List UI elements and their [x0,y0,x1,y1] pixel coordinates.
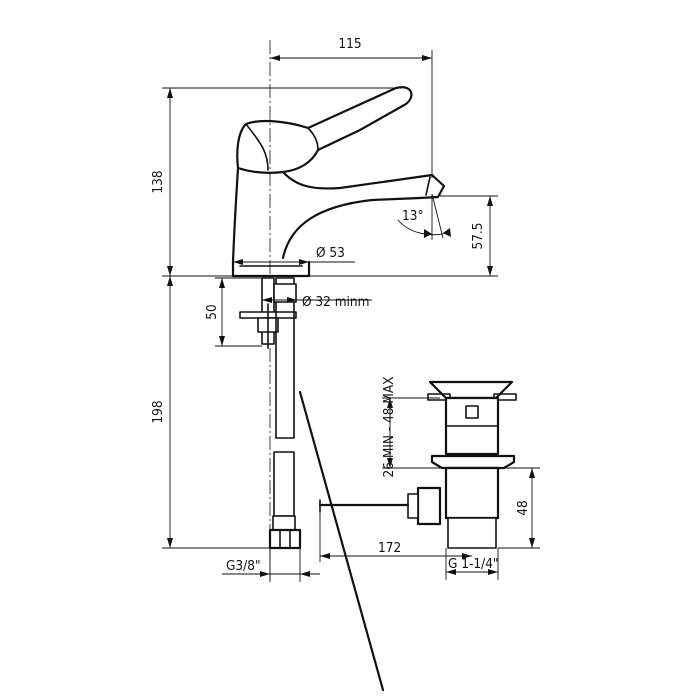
dimension-base-diameter-label: Ø 53 [316,245,345,261]
dimension-inlet-thread-label: G3/8" [226,558,261,574]
dimension-pull-rod-label: 172 [378,540,401,556]
dimension-hose-length-label: 198 [150,400,166,423]
dimension-base-diameter: Ø 53 [233,245,355,265]
dimension-inlet-thread: G3/8" [222,548,320,582]
mounting-assembly [239,277,385,692]
faucet-drawing [231,86,446,278]
dimension-drain-depth-label: 48 [515,500,531,515]
dimension-height-label: 138 [150,170,166,193]
dimension-spout-angle-label: 13° [402,208,424,224]
dimension-drain-thread-label: G 1-1/4" [448,556,499,572]
dimension-drain-depth: 48 [498,467,540,549]
dimension-width: 115 [270,36,433,178]
dimension-thread-length-label: 50 [204,304,220,319]
dimension-pull-rod: 172 [319,512,472,562]
dimension-basin-thickness: 26 MIN - 48 MAX [381,377,440,478]
dimension-drain-thread: G 1-1/4" [445,548,499,580]
dimension-height: 138 [150,87,402,277]
dimension-hose-length: 198 [150,276,272,549]
dimension-hole-diameter: Ø 32 minm [262,294,372,310]
drain-drawing [318,380,517,549]
dimension-spout-angle: 13° [397,193,451,240]
dimension-width-label: 115 [338,36,361,52]
dimension-thread-length: 50 [204,277,262,347]
dimension-basin-thickness-label: 26 MIN - 48 MAX [381,377,397,478]
dimension-hole-diameter-label: Ø 32 minm [302,294,369,310]
dimension-spout-height: 57.5 [310,195,498,277]
dimension-spout-height-label: 57.5 [470,222,486,249]
